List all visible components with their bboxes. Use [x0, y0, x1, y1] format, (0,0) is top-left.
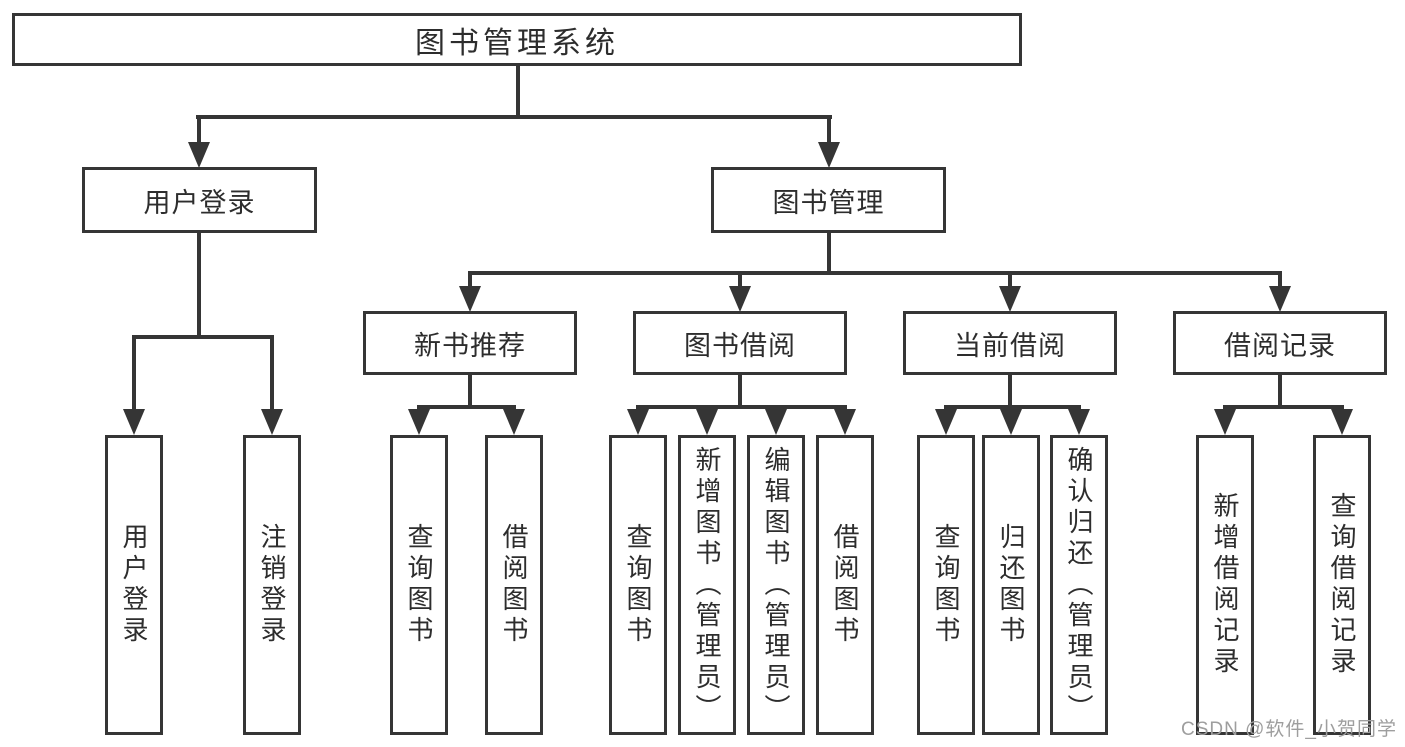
node-label: 新增图书（管理员）: [692, 445, 722, 725]
node-edit-book-admin: 编辑图书（管理员）: [747, 435, 805, 735]
node-add-book-admin: 新增图书（管理员）: [678, 435, 736, 735]
node-new-book-recommend: 新书推荐: [363, 311, 577, 375]
node-borrow-books: 借阅图书: [485, 435, 543, 735]
node-label: 查询图书: [404, 523, 434, 647]
node-label: 图书管理: [772, 187, 885, 218]
node-label: 确认归还（管理员）: [1064, 445, 1094, 725]
node-label: 借阅记录: [1224, 330, 1336, 361]
node-label: 归还图书: [996, 523, 1026, 647]
node-label: 用户登录: [119, 523, 149, 647]
node-borrow-books: 借阅图书: [816, 435, 874, 735]
node-label: 查询图书: [623, 523, 653, 647]
node-logout: 注销登录: [243, 435, 301, 735]
node-current-borrowing: 当前借阅: [903, 311, 1117, 375]
node-label: 借阅图书: [499, 523, 529, 647]
node-label: 查询图书: [931, 523, 961, 647]
node-label: 当前借阅: [954, 330, 1066, 361]
node-query-books: 查询图书: [390, 435, 448, 735]
node-user-login: 用户登录: [82, 167, 317, 233]
node-label: 注销登录: [257, 523, 287, 647]
node-query-borrow-record: 查询借阅记录: [1313, 435, 1371, 735]
node-return-book: 归还图书: [982, 435, 1040, 735]
node-query-books: 查询图书: [609, 435, 667, 735]
node-label: 新增借阅记录: [1210, 492, 1240, 678]
node-label: 图书借阅: [684, 330, 796, 361]
node-add-borrow-record: 新增借阅记录: [1196, 435, 1254, 735]
node-book-borrowing: 图书借阅: [633, 311, 847, 375]
node-confirm-return-admin: 确认归还（管理员）: [1050, 435, 1108, 735]
node-label: 借阅图书: [830, 523, 860, 647]
node-query-books: 查询图书: [917, 435, 975, 735]
node-label: 图书管理系统: [415, 26, 619, 60]
node-library-management-system: 图书管理系统: [12, 13, 1022, 66]
node-label: 编辑图书（管理员）: [761, 445, 791, 725]
node-label: 新书推荐: [414, 330, 526, 361]
node-user-login-leaf: 用户登录: [105, 435, 163, 735]
node-label: 用户登录: [143, 187, 256, 218]
node-label: 查询借阅记录: [1327, 492, 1357, 678]
node-borrowing-records: 借阅记录: [1173, 311, 1387, 375]
watermark: CSDN @软件_小贺同学: [1181, 719, 1397, 740]
node-book-management: 图书管理: [711, 167, 946, 233]
